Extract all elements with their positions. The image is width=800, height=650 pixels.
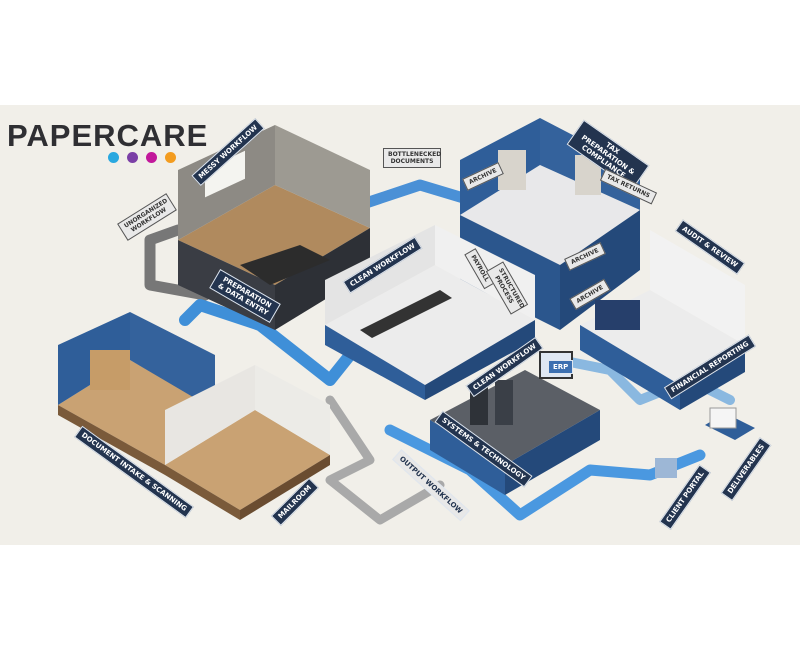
mailroom bbox=[165, 365, 330, 520]
logo-dot-purple bbox=[127, 152, 138, 163]
deliverables-stack bbox=[655, 407, 755, 478]
sign-bottlenecked-documents: BOTTLENECKED DOCUMENTS bbox=[383, 148, 441, 168]
logo-dot-cyan bbox=[108, 152, 119, 163]
papercare-logo: PAPERCARE bbox=[7, 118, 209, 153]
main-blue-pipe bbox=[179, 299, 356, 386]
road-output bbox=[325, 395, 445, 525]
erp-screen-label: ERP bbox=[548, 360, 574, 374]
logo-dot-orange bbox=[165, 152, 176, 163]
bottleneck-pipe bbox=[354, 179, 476, 211]
logo-dot-magenta bbox=[146, 152, 157, 163]
